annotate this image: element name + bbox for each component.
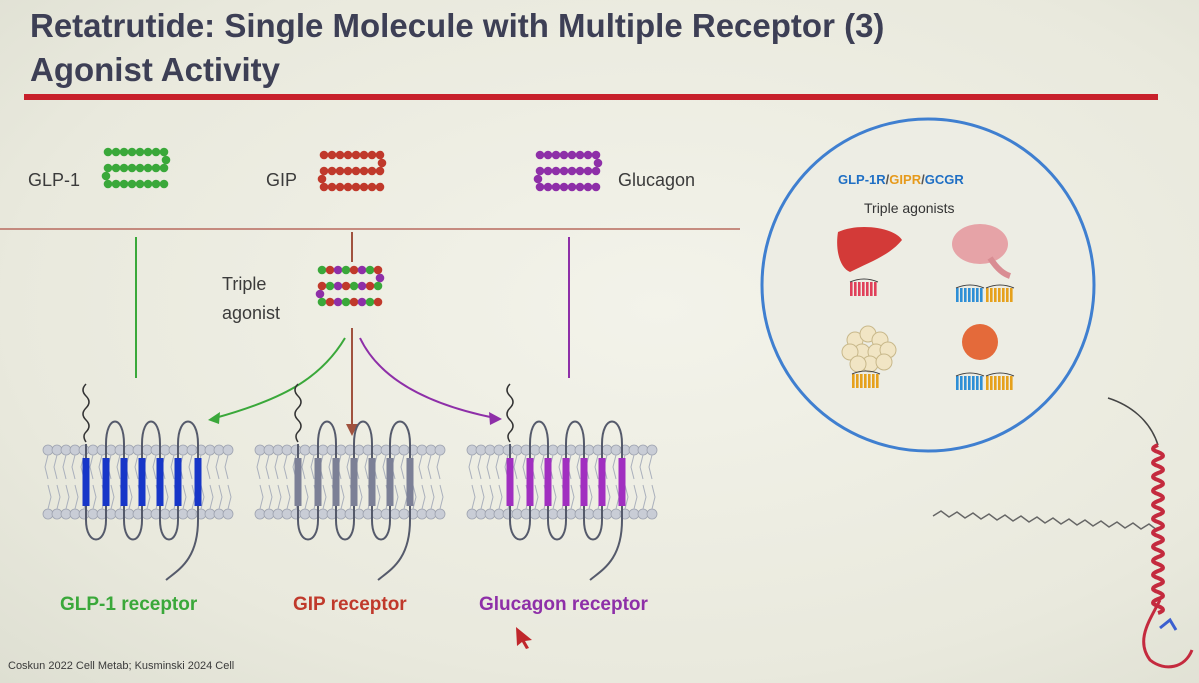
glucagon-label: Glucagon bbox=[618, 170, 696, 190]
arrow-to-glp1-receptor bbox=[214, 337, 346, 419]
brain-icon bbox=[952, 224, 1012, 279]
gip-receptor-label: GIP receptor bbox=[293, 594, 407, 615]
peptide-tail-icon bbox=[1142, 599, 1194, 669]
cursor-icon bbox=[516, 627, 532, 649]
alpha-helix-icon bbox=[1151, 443, 1165, 615]
title-divider bbox=[24, 94, 1158, 100]
triple-agonist-label: Triple agonist bbox=[222, 274, 281, 323]
glp1r-text: GLP-1R bbox=[838, 172, 886, 187]
circle-subtitle: Triple agonists bbox=[864, 200, 955, 216]
citation: Coskun 2022 Cell Metab; Kusminski 2024 C… bbox=[8, 660, 235, 672]
slash-2: / bbox=[921, 172, 925, 187]
gcgr-text: GCGR bbox=[924, 172, 964, 187]
pancreas-icon bbox=[962, 324, 998, 360]
blue-residue-icon bbox=[1159, 617, 1178, 631]
glp1-label: GLP-1 bbox=[28, 170, 81, 190]
gip-receptor-membrane bbox=[254, 383, 446, 581]
glucagon-peptide-icon bbox=[533, 150, 603, 192]
triple-agonist-peptide-icon bbox=[315, 265, 385, 307]
lipid-chain-icon bbox=[932, 510, 1158, 531]
gipr-text: GIPR bbox=[889, 172, 922, 187]
circle-title: GLP-1R/GIPR/GCGR bbox=[838, 172, 1038, 187]
liver-icon bbox=[837, 226, 902, 272]
glp1-receptor-label: GLP-1 receptor bbox=[60, 594, 198, 615]
glp1-peptide-icon bbox=[101, 147, 171, 189]
slide-title-line1: Retatrutide: Single Molecule with Multip… bbox=[30, 7, 885, 44]
arrow-head-gip bbox=[346, 424, 358, 436]
glucagon-receptor-membrane bbox=[466, 383, 658, 581]
gip-label: GIP bbox=[266, 170, 298, 190]
arrow-head-glucagon bbox=[489, 412, 502, 425]
arrow-to-glucagon-receptor bbox=[359, 337, 496, 419]
slide-title-line2: Agonist Activity bbox=[30, 51, 280, 88]
adipose-icon bbox=[841, 325, 897, 373]
gip-peptide-icon bbox=[317, 150, 387, 192]
mini-receptor-icons bbox=[849, 278, 1015, 390]
glucagon-receptor-label: Glucagon receptor bbox=[479, 594, 648, 615]
triple-agonist-circle bbox=[760, 117, 1096, 453]
peptide-backbone-top bbox=[1107, 397, 1159, 446]
glp1-receptor-membrane bbox=[42, 383, 234, 581]
arrow-head-glp1 bbox=[208, 412, 220, 424]
slash-1: / bbox=[885, 172, 890, 187]
